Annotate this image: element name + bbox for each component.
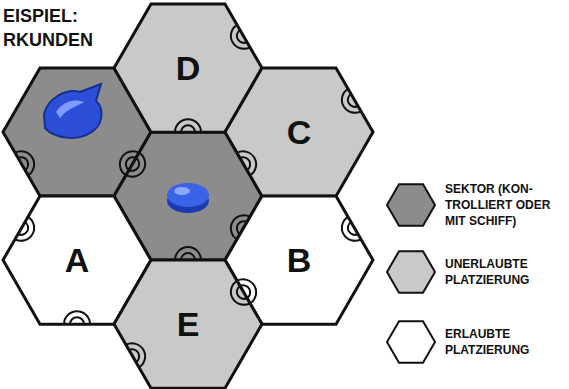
wormhole-symbol — [237, 30, 247, 43]
wormhole-symbol — [342, 89, 361, 113]
wormhole-symbol — [126, 153, 145, 177]
legend-row: ERLAUBTE PLATZIERUNG — [385, 312, 563, 372]
legend-text: ERLAUBTE PLATZIERUNG — [445, 326, 563, 358]
wormhole-symbol — [18, 157, 28, 170]
wormhole-symbol — [240, 157, 250, 170]
legend-row: SEKTOR (KON- TROLLIERT ODER MIT SCHIFF) — [385, 175, 563, 235]
wormhole-symbol — [237, 151, 256, 175]
sector-letter: A — [65, 241, 90, 279]
legend-swatch — [387, 184, 435, 226]
legend-swatch — [387, 251, 435, 293]
sector-letter: C — [287, 113, 312, 151]
wormhole-symbol — [15, 217, 34, 241]
sector-letter: D — [176, 49, 201, 87]
legend-swatch-box — [385, 249, 437, 295]
hex-shape — [225, 196, 373, 324]
hex-shape — [225, 68, 373, 196]
sector-letter: B — [287, 241, 312, 279]
legend-swatch — [387, 321, 435, 363]
legend-swatch-box — [385, 319, 437, 365]
wormhole-symbol — [348, 94, 358, 107]
ship-highlight — [56, 100, 84, 118]
hex-tile: C — [221, 64, 377, 200]
wormhole-symbol — [15, 151, 34, 175]
wormhole-symbol — [129, 158, 139, 171]
disc-highlight — [174, 187, 190, 195]
legend-swatch-box — [385, 182, 437, 228]
sector-letter: E — [177, 305, 200, 343]
disc-top — [167, 183, 209, 207]
legend-row: UNERLAUBTE PLATZIERUNG — [385, 242, 563, 302]
wormhole-symbol — [64, 311, 90, 324]
hex-shape — [114, 260, 262, 388]
wormhole-symbol — [175, 119, 201, 132]
wormhole-symbol — [70, 317, 84, 324]
wormhole-symbol — [181, 125, 195, 132]
wormhole-symbol — [126, 343, 145, 367]
wormhole-symbol — [231, 281, 250, 305]
wormhole-symbol — [175, 247, 201, 260]
legend-text: UNERLAUBTE PLATZIERUNG — [445, 256, 563, 288]
wormhole-symbol — [18, 222, 28, 235]
title-text: EISPIEL: RKUNDEN — [3, 4, 103, 52]
wormhole-symbol — [129, 349, 139, 362]
legend-text: SEKTOR (KON- TROLLIERT ODER MIT SCHIFF) — [445, 181, 563, 229]
wormhole-symbol — [348, 222, 358, 235]
ship-figure — [44, 84, 102, 138]
wormhole-symbol — [231, 25, 250, 49]
wormhole-symbol — [237, 286, 247, 299]
wormhole-symbol — [342, 217, 361, 241]
hex-tile: E — [110, 256, 266, 389]
